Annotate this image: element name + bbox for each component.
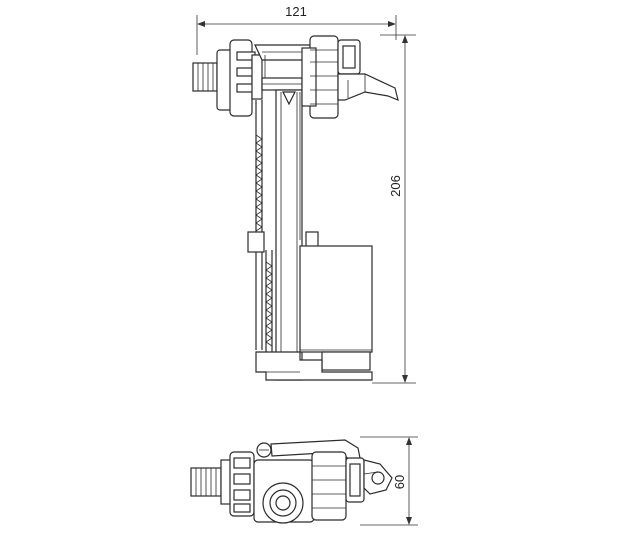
top-lever [254,44,311,91]
height-dimension: 206 [372,34,416,384]
adjustment-spring [247,100,273,355]
width-label: 121 [285,4,307,19]
valve-body-top [220,451,255,517]
height-label: 206 [388,175,403,197]
side-view: 121 206 [192,4,416,384]
depth-dimension: 60 [360,436,418,526]
float-cup-top-view [311,451,393,521]
width-dimension: 121 [196,4,397,55]
float-box [299,231,373,371]
base [255,351,373,381]
valve-body [216,39,263,117]
inlet-thread-top [190,467,222,497]
central-shaft [275,89,303,381]
top-view: 60 [190,436,418,526]
inlet-thread [192,62,218,92]
depth-label: 60 [392,475,407,489]
float-cup-top [301,35,399,119]
body-housing [253,459,315,524]
